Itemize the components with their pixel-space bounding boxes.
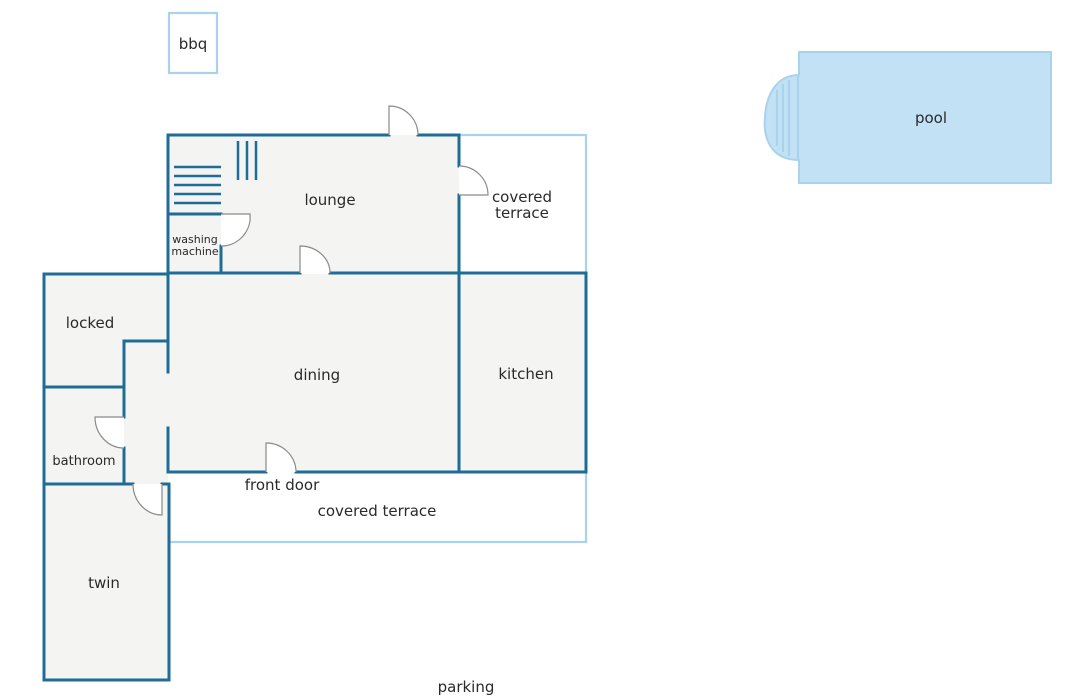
locked-label: locked [66,314,115,332]
door-lounge-top [388,105,419,136]
twin-fill [44,484,169,680]
covered-terrace-top-outline [459,133,588,273]
door-twin [132,483,163,516]
lounge-label: lounge [304,191,355,209]
walls [42,133,588,682]
pool: pool [763,51,1052,184]
door-washing-machine [220,213,251,247]
covered-terrace-bottom-outline [170,472,588,544]
twin-label: twin [88,574,120,592]
bbq-label: bbq [179,35,208,53]
doors [94,105,489,516]
door-bathroom [94,416,125,449]
door-covered-terrace [458,165,489,196]
door-lounge-dining [299,245,331,274]
dining-fill [168,274,459,472]
kitchen-fill [459,274,586,472]
dining-label: dining [294,366,340,384]
stairs [174,141,258,205]
covered-terrace-top-label-2: terrace [495,204,549,222]
washing-machine-label-1: washing [172,233,217,246]
pool-label: pool [915,109,947,127]
parking-label: parking [438,678,495,696]
bathroom-label: bathroom [52,454,115,469]
door-front [265,442,297,473]
kitchen-label: kitchen [498,365,553,383]
covered-terrace-bottom-label: covered terrace [318,502,437,520]
covered-terrace-top-label-1: covered [492,188,552,206]
washing-machine-label-2: machine [171,245,219,258]
bbq-outline [167,11,219,75]
front-door-label: front door [245,476,320,494]
hall-fill [124,341,168,484]
